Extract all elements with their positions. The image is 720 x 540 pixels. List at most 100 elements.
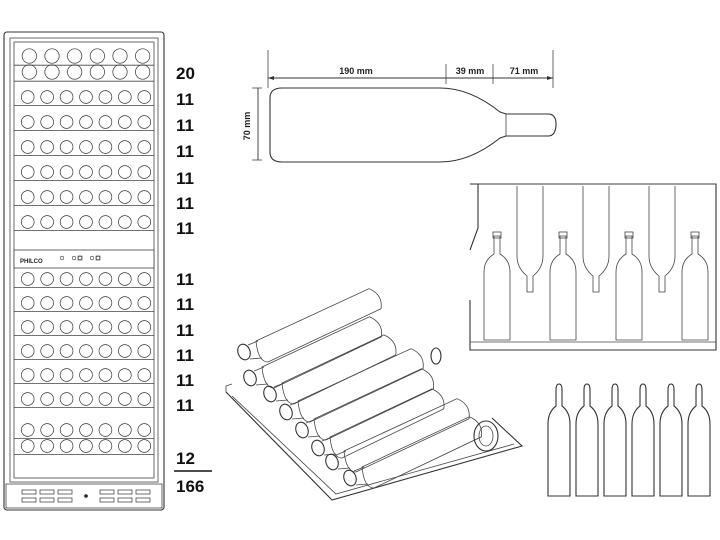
side-view-bottle	[648, 186, 676, 293]
neck-length-label: 71 mm	[510, 66, 539, 76]
bottle-end	[135, 48, 151, 64]
bottle-dimension-drawing: 190 mm 39 mm 71 mm 70 mm	[242, 50, 557, 163]
bottle-end	[20, 190, 35, 204]
bottle-end	[20, 165, 35, 179]
bottle-end	[79, 90, 93, 104]
bottle-end	[118, 115, 132, 129]
upper-zone-rack	[14, 140, 154, 156]
bottle-end	[118, 90, 132, 104]
bottle-end	[137, 115, 152, 129]
bottle-end	[98, 344, 113, 358]
bottle-end	[59, 90, 74, 104]
body-length-label: 190 mm	[339, 66, 373, 76]
upper-zone-rack	[14, 90, 154, 106]
bottle-end	[118, 423, 132, 437]
bottle-end	[118, 392, 132, 406]
bottle-end	[98, 165, 113, 179]
lower-zone-rack	[14, 368, 154, 384]
shelf-count-label: 11	[176, 194, 194, 213]
side-view-bottle	[615, 231, 643, 341]
bottle-end	[20, 140, 35, 154]
bottle-end	[137, 368, 152, 382]
bottle-end	[20, 439, 35, 453]
bottle-end	[112, 64, 128, 80]
bottle-end	[118, 296, 132, 310]
bottle-end	[98, 392, 113, 406]
bottle-end	[79, 296, 93, 310]
control-button	[95, 255, 101, 261]
bottle-end	[21, 64, 37, 80]
side-view-bottle	[516, 186, 544, 293]
standing-bottles	[547, 383, 711, 497]
cabinet-inner	[9, 37, 159, 483]
bottle-end	[20, 423, 35, 437]
iso-bottle	[279, 348, 424, 423]
standing-bottle	[631, 383, 655, 497]
bottle-end	[20, 392, 35, 406]
bottle-end	[137, 296, 152, 310]
bottle-end	[59, 296, 74, 310]
bottle-end	[118, 344, 132, 358]
bottle-end	[98, 215, 113, 229]
bottle-end	[59, 368, 74, 382]
bottle-end	[20, 215, 35, 229]
standing-bottle	[547, 383, 571, 497]
bottle-end	[79, 320, 93, 334]
iso-bottle	[243, 316, 383, 389]
bottle-end	[79, 392, 93, 406]
bottle-end	[40, 344, 54, 358]
bottle-end	[20, 296, 35, 310]
bottle-end	[98, 90, 113, 104]
bottle-racks	[14, 48, 154, 455]
iso-bottle-base	[473, 420, 499, 452]
bottle-end	[40, 368, 54, 382]
lower-zone-rack	[14, 272, 154, 288]
bottle-end	[98, 115, 113, 129]
diameter-label: 70 mm	[242, 112, 252, 141]
bottle-end	[59, 320, 74, 334]
bottle-end	[118, 272, 132, 286]
bottle-end	[79, 272, 93, 286]
upper-zone-rack	[14, 190, 154, 206]
side-view-bottle	[483, 231, 511, 341]
bottle-end	[79, 190, 93, 204]
bottle-end	[40, 296, 54, 310]
upper-zone-rack	[14, 215, 154, 231]
iso-bottle	[295, 368, 435, 441]
bottle-end	[137, 90, 152, 104]
top-rack-layer	[14, 48, 154, 66]
iso-bottle-base-inner	[478, 425, 494, 447]
bottle-end	[59, 272, 74, 286]
bottle-end	[40, 272, 54, 286]
bottle-end	[59, 140, 74, 154]
iso-bottle-cap	[430, 347, 442, 365]
iso-bottle	[325, 398, 470, 473]
bottle-end	[118, 190, 132, 204]
bottle-end	[59, 439, 74, 453]
bottle-end	[112, 48, 128, 64]
bottle-end	[118, 165, 132, 179]
bottle-end	[59, 392, 74, 406]
control-button	[77, 255, 83, 261]
bottle-end	[59, 190, 74, 204]
side-view-bottle	[549, 231, 577, 341]
bottle-end	[89, 48, 105, 64]
bottle-end	[137, 165, 152, 179]
standing-bottle	[659, 383, 683, 497]
bottle-end	[40, 165, 54, 179]
standing-bottle	[575, 383, 599, 497]
cabinet-frame	[3, 31, 165, 511]
bottle-end	[79, 423, 93, 437]
bottle-end	[59, 423, 74, 437]
bottle-end	[98, 320, 113, 334]
bottle-end	[118, 215, 132, 229]
bottle-end	[137, 344, 152, 358]
iso-bottle	[343, 416, 483, 489]
shoulder-length-label: 39 mm	[456, 66, 485, 76]
iso-bottle	[263, 334, 397, 405]
bottle-end	[118, 368, 132, 382]
bottle-end	[98, 439, 113, 453]
bottle-end	[20, 90, 35, 104]
bottle-end	[40, 140, 54, 154]
